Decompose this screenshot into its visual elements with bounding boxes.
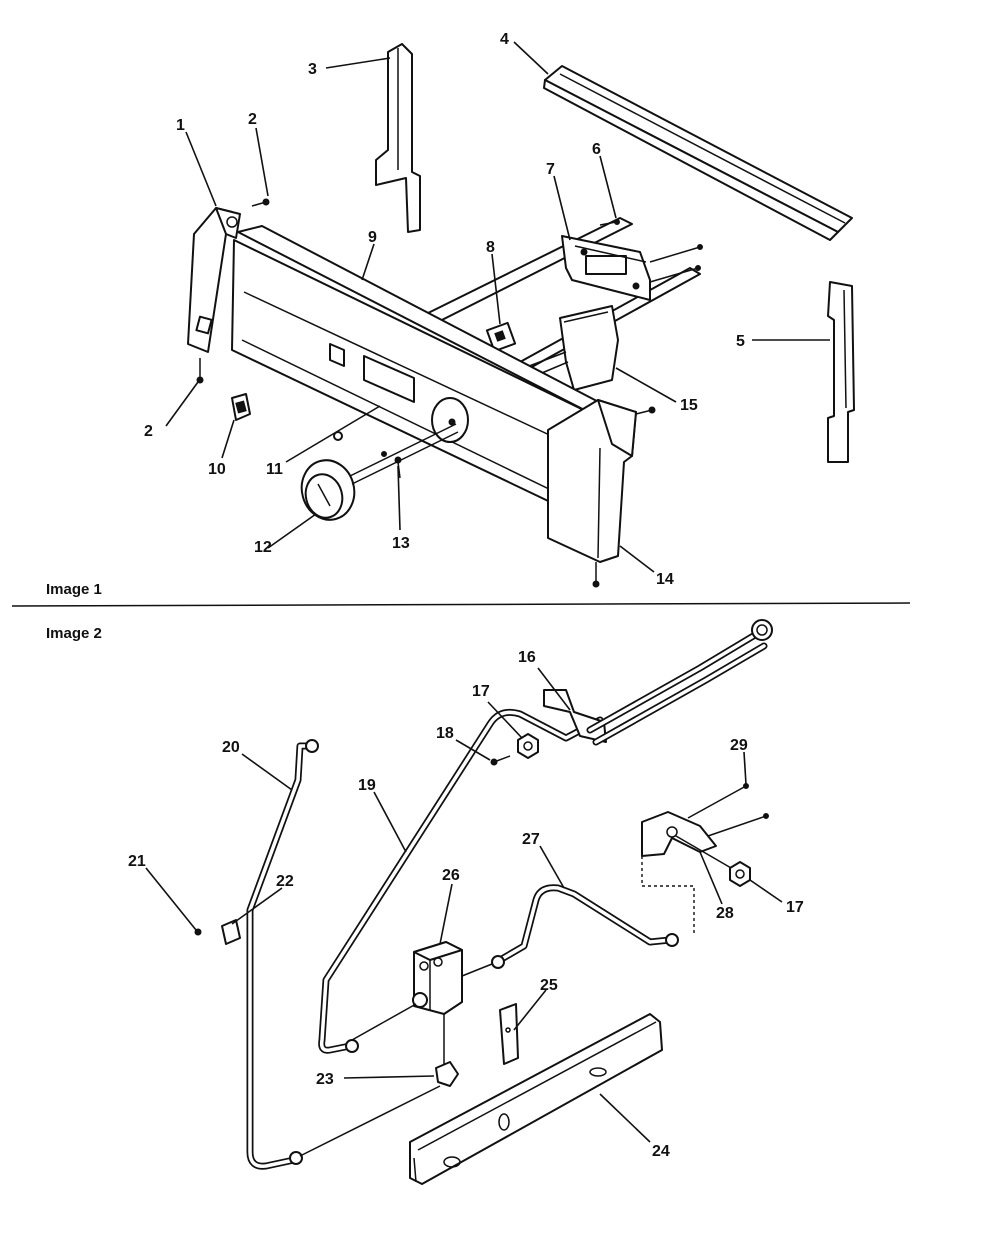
part-18-screw [490, 755, 511, 766]
image-2-callouts: 16 17 18 19 20 21 22 23 24 25 26 27 28 2… [128, 649, 804, 1160]
part-14-right-endcap [547, 399, 656, 588]
part-25-bracket [499, 1003, 519, 1065]
part-4-top-rail [543, 65, 853, 241]
callout-5: 5 [736, 333, 745, 350]
part-7-timer-bracket [561, 235, 651, 301]
callout-17-top: 17 [472, 683, 490, 700]
callout-2-bottom: 2 [144, 423, 153, 440]
callout-17-right: 17 [786, 899, 804, 916]
callout-6: 6 [592, 141, 601, 158]
callout-23: 23 [316, 1071, 334, 1088]
part-23-fitting [299, 1061, 459, 1157]
image-2-leaders [145, 667, 783, 1143]
part-17-nut-right [729, 861, 751, 887]
part-16-bracket [543, 619, 773, 746]
callout-20: 20 [222, 739, 240, 756]
callout-11: 11 [266, 461, 283, 478]
part-1-left-endcap [187, 207, 241, 353]
part-5-bracket [827, 281, 855, 463]
section-divider [11, 602, 911, 607]
callout-15: 15 [680, 397, 698, 414]
part-19-tube [318, 708, 604, 1054]
callout-7: 7 [546, 161, 555, 178]
image-1-group: 1 2 2 3 4 5 6 7 8 9 10 11 12 13 14 15 Im… [46, 31, 855, 598]
callout-8: 8 [486, 239, 495, 256]
callout-25: 25 [540, 977, 558, 994]
image-2-label: Image 2 [46, 625, 102, 642]
part-9-backguard-panel [231, 225, 615, 521]
part-17-nut-top [517, 733, 539, 759]
callout-4: 4 [500, 31, 509, 48]
part-24-manifold-bracket [409, 1013, 663, 1185]
part-20-tube [246, 739, 319, 1170]
callout-1: 1 [176, 117, 185, 134]
part-6-screws [599, 219, 703, 283]
callout-26: 26 [442, 867, 460, 884]
callout-19: 19 [358, 777, 376, 794]
part-12-knob [300, 423, 459, 521]
callout-24: 24 [652, 1143, 670, 1160]
part-15-infinite-switch [523, 305, 619, 391]
callout-2-top: 2 [248, 111, 257, 128]
callout-18: 18 [436, 725, 454, 742]
callout-12: 12 [254, 539, 272, 556]
callout-27: 27 [522, 831, 540, 848]
image-1-label: Image 1 [46, 581, 102, 598]
part-13-screws [381, 451, 402, 479]
callout-3: 3 [308, 61, 317, 78]
image-1-callouts: 1 2 2 3 4 5 6 7 8 9 10 11 12 13 14 15 [144, 31, 745, 588]
part-28-bracket [641, 783, 769, 934]
part-2-screws [196, 198, 270, 384]
callout-21: 21 [128, 853, 146, 870]
part-26-valve [351, 941, 493, 1066]
callout-10: 10 [208, 461, 226, 478]
callout-29: 29 [730, 737, 748, 754]
part-10-rocker-switch [231, 393, 251, 421]
image-2-group: Image 2 [46, 619, 804, 1185]
part-11-indicator [333, 431, 343, 441]
callout-28: 28 [716, 905, 734, 922]
callout-16: 16 [518, 649, 536, 666]
image-1-leaders [165, 41, 830, 573]
callout-9: 9 [368, 229, 377, 246]
part-8-switch [485, 321, 517, 353]
part-22-clip [221, 919, 241, 945]
callout-13: 13 [392, 535, 410, 552]
part-21-screw [194, 928, 202, 936]
part-27-tube [491, 884, 679, 969]
callout-22: 22 [276, 873, 294, 890]
callout-14: 14 [656, 571, 674, 588]
part-3-bracket [375, 43, 421, 233]
